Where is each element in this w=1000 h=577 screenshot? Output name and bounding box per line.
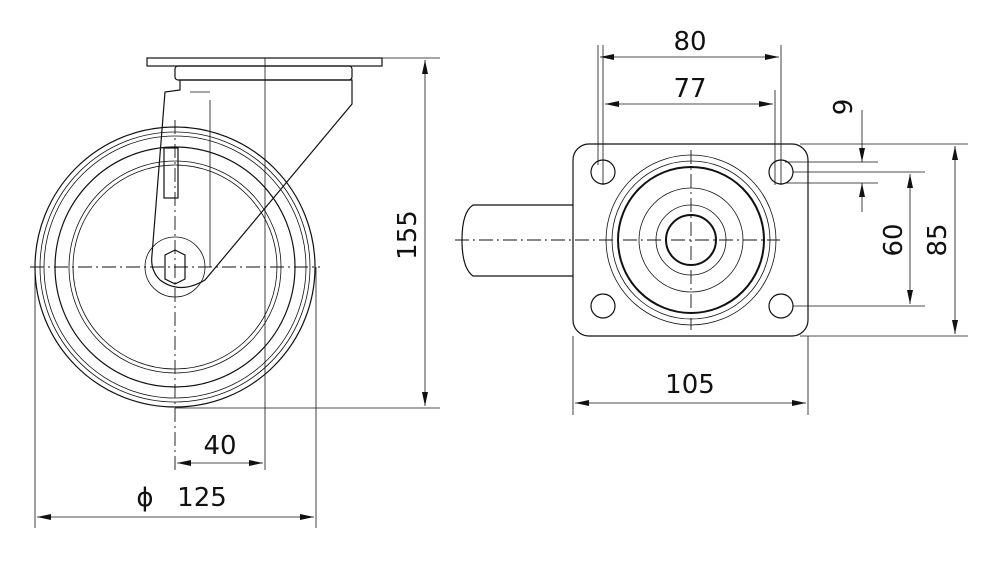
- stem: [461, 204, 573, 277]
- diameter-symbol: ϕ: [136, 483, 153, 513]
- brand-label: [163, 147, 179, 199]
- dim-hole-spacing-vertical: 60: [879, 223, 909, 256]
- dim-hole-spacing-inner: 77: [673, 74, 706, 104]
- dim-hole-diameter: 9: [829, 99, 859, 116]
- top-plate: [572, 143, 809, 337]
- top-view: 80 77 105 9 60 85: [455, 27, 968, 415]
- dim-wheel-width: 40: [203, 431, 236, 461]
- dim-plate-width: 85: [923, 223, 953, 256]
- fork: [146, 57, 383, 289]
- dim-height: 155: [393, 210, 423, 260]
- dim-plate-length: 105: [665, 370, 715, 400]
- mounting-holes: [590, 159, 794, 319]
- dim-wheel-diameter: 125: [177, 483, 227, 513]
- dim-hole-spacing-outer: 80: [673, 27, 706, 57]
- side-view: 155 40 ϕ 125: [30, 57, 440, 528]
